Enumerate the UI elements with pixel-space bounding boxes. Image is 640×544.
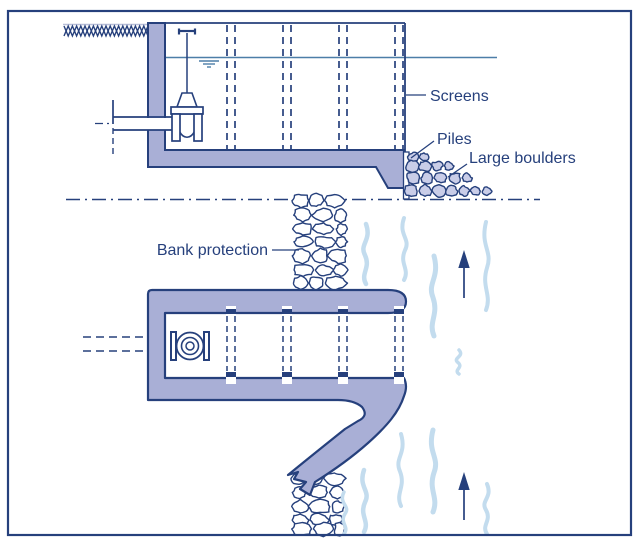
piles-leader-line [410, 140, 435, 159]
intake-structure-plan [146, 288, 408, 497]
flow-arrow-icon [458, 472, 470, 520]
diagram-border [6, 9, 633, 537]
ground-hatch-icon [63, 24, 149, 38]
label-screens: Screens [430, 88, 489, 105]
annotations: Screens Piles Large boulders Bank protec… [157, 88, 576, 259]
valve-flange-left [171, 113, 181, 142]
gate-valve-icon [170, 28, 204, 142]
water-flow-marks [340, 216, 491, 536]
section-view [63, 22, 497, 200]
large-boulders-heap [403, 151, 493, 198]
bank-protection-stones-upper [291, 192, 349, 291]
screen-bars-plan [226, 306, 404, 384]
flow-arrow-icon [458, 250, 470, 298]
inlet-pipe [95, 100, 173, 154]
valve-plan-flange-left [170, 331, 177, 361]
large-boulders-leader-line [447, 163, 468, 178]
water-level-icon [199, 60, 219, 68]
valve-flange-right [193, 113, 203, 142]
valve-bonnet [175, 92, 199, 108]
bank-protection-stones-lower [290, 471, 347, 538]
screen-bar [338, 306, 348, 384]
label-large-boulders: Large boulders [469, 150, 576, 167]
valve-plan-icon [170, 331, 210, 361]
screen-bar [226, 306, 236, 384]
screen-bar [282, 306, 292, 384]
valve-plan-flange-right [203, 331, 210, 361]
valve-flange-bar [170, 106, 204, 115]
label-bank-protection: Bank protection [157, 242, 268, 259]
screens-dashed-lines [226, 25, 404, 150]
inlet-pipe-plan-dashed [83, 336, 148, 352]
label-piles: Piles [437, 131, 472, 148]
screen-bar [394, 306, 404, 384]
plan-view [83, 192, 491, 538]
valve-handle [177, 28, 197, 35]
